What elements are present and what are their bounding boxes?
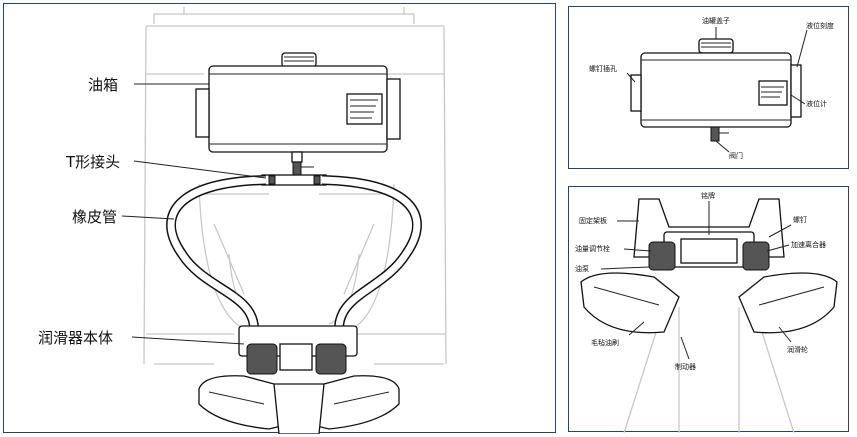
- main-diagram-svg: 油箱 T形接头 橡皮管 润滑器本体: [38, 7, 447, 434]
- label-felt-brush: 毛毡油刷: [591, 338, 619, 347]
- label-oil-tank: 油箱: [88, 76, 118, 94]
- leader-felt-brush: [628, 321, 645, 336]
- leader-screw-hole: [626, 72, 636, 83]
- label-valve: 阀门: [729, 151, 743, 160]
- leader-valve: [715, 140, 730, 153]
- label-lubricator-body: 润滑器本体: [38, 329, 113, 347]
- tank-detail-svg: 油罐盖子 液位刻度 螺钉插孔 液位计 阀门: [589, 16, 834, 160]
- leader-accelerator-clutch: [766, 244, 790, 252]
- lubricator-detail-drawing: [580, 198, 838, 433]
- label-fixed-bracket: 固定架板: [579, 216, 607, 225]
- tank-detail-panel: 油罐盖子 液位刻度 螺钉插孔 液位计 阀门: [568, 6, 849, 169]
- leader-screw: [768, 224, 792, 238]
- lubricator-detail-svg: 铭牌 固定架板 螺钉 油量调节栓 加速离合器 油泵 毛毡油刷 制动器 润滑轮: [575, 191, 838, 433]
- label-filler-cap: 油罐盖子: [702, 16, 730, 25]
- label-rubber-hose: 橡皮管: [72, 208, 117, 226]
- leader-brake: [680, 336, 690, 360]
- leader-t-joint: [133, 160, 267, 179]
- label-level-scale: 液位刻度: [806, 21, 834, 30]
- lubricator-body: [198, 325, 400, 434]
- oil-tank: [195, 52, 401, 177]
- main-diagram-panel: 油箱 T形接头 橡皮管 润滑器本体: [3, 3, 556, 434]
- tank-detail-drawing: [630, 38, 802, 142]
- leader-lube-wheel: [778, 326, 792, 343]
- t-joint: [261, 174, 327, 186]
- lubricator-detail-panel: 铭牌 固定架板 螺钉 油量调节栓 加速离合器 油泵 毛毡油刷 制动器 润滑轮: [568, 186, 849, 433]
- leader-level-gauge: [790, 94, 806, 105]
- label-accelerator-clutch: 加速离合器: [791, 240, 826, 249]
- rubber-hoses: [166, 175, 422, 330]
- label-screw: 螺钉: [793, 215, 807, 224]
- leader-oil-adjust-bolt: [623, 248, 652, 252]
- label-t-joint: T形接头: [65, 153, 120, 171]
- label-lube-wheel: 润滑轮: [787, 345, 808, 354]
- leader-oil-pump: [600, 266, 650, 270]
- leader-rubber-hose: [121, 215, 175, 220]
- label-nameplate: 铭牌: [701, 191, 715, 200]
- leader-level-scale: [796, 29, 808, 68]
- leader-lubricator-body: [131, 336, 245, 345]
- label-level-gauge: 液位计: [806, 99, 827, 108]
- label-oil-adjust-bolt: 油量调节栓: [575, 244, 610, 253]
- label-oil-pump: 油泵: [575, 264, 589, 273]
- label-brake: 制动器: [675, 362, 696, 371]
- label-screw-hole: 螺钉插孔: [589, 64, 617, 73]
